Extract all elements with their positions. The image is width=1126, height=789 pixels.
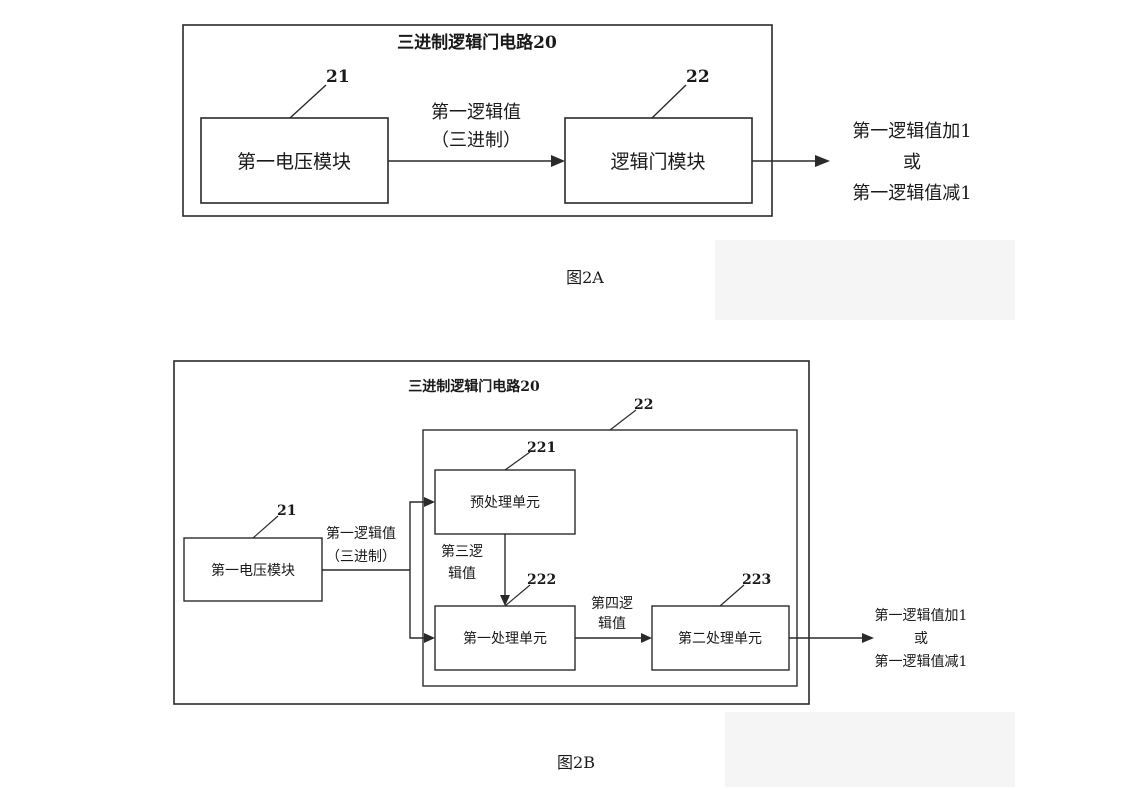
diagram-title-2a: 三进制逻辑门电路20: [397, 32, 557, 53]
leader-line-222: [504, 584, 531, 607]
ref-label-22-2a: 22: [686, 67, 710, 87]
third-value-label-line2: 辑值: [448, 566, 476, 582]
output-arrowhead-2b: [862, 633, 874, 643]
ref-label-22-2b: 22: [634, 397, 653, 413]
output-label-line2-2a: 或: [903, 152, 921, 173]
third-value-label-line1: 第三逻: [441, 543, 483, 560]
arrowhead-voltage-to-gate-2a: [551, 155, 565, 167]
input-label-line2-2b: （三进制）: [326, 549, 396, 565]
output-label-line1-2a: 第一逻辑值加1: [852, 121, 971, 142]
fourth-value-label-line2: 辑值: [598, 616, 626, 632]
outer-frame-2a: [182, 24, 773, 217]
output-label-line1-2b: 第一逻辑值加1: [875, 607, 968, 624]
output-label-line3-2b: 第一逻辑值减1: [875, 653, 968, 670]
gate-module-label-2a: 逻辑门模块: [610, 151, 705, 173]
input-label-line1-2b: 第一逻辑值: [326, 525, 396, 542]
arrowhead-to-first: [424, 633, 435, 643]
ref-label-21-2a: 21: [326, 67, 350, 87]
second-processing-unit-label: 第二处理单元: [678, 630, 762, 647]
arrowhead-to-pre: [424, 497, 435, 507]
fourth-value-label-line1: 第四逻: [591, 595, 633, 612]
diagram-2b: 三进制逻辑门电路20 22 第一电压模块 21 预处理单元 221 第一处理单元…: [173, 360, 968, 772]
watermark-patch-a: [715, 240, 1015, 320]
ref-label-21-2b: 21: [277, 503, 296, 519]
outer-frame-2b: [173, 360, 810, 705]
leader-line-22-2b: [609, 409, 637, 431]
diagram-title-2b: 三进制逻辑门电路20: [408, 378, 540, 395]
voltage-module-label-2b: 第一电压模块: [211, 562, 295, 579]
figure-caption-2a: 图2A: [566, 268, 604, 287]
figure-caption-2b: 图2B: [557, 753, 595, 772]
leader-line-21-2b: [252, 515, 279, 539]
leader-line-223: [719, 584, 745, 607]
input-branch-to-first: [409, 570, 425, 639]
voltage-module-label-2a: 第一电压模块: [237, 151, 351, 173]
arrow-label-line2-2a: （三进制）: [431, 130, 521, 151]
input-branch-to-pre: [409, 501, 425, 570]
watermark-patch-b: [725, 712, 1015, 787]
output-label-line3-2a: 第一逻辑值减1: [852, 183, 971, 204]
leader-line-22-2a: [651, 84, 687, 119]
ref-label-222: 222: [527, 572, 556, 588]
leader-line-21-2a: [289, 84, 327, 119]
arrowhead-pre-to-first: [500, 595, 510, 606]
arrow-label-line1-2a: 第一逻辑值: [431, 102, 521, 123]
leader-line-221: [504, 451, 531, 471]
output-label-line2-2b: 或: [914, 631, 928, 647]
ref-label-223: 223: [742, 572, 771, 588]
first-processing-unit-label: 第一处理单元: [463, 630, 547, 647]
arrowhead-first-to-second: [641, 633, 652, 643]
pre-processing-unit-label: 预处理单元: [470, 495, 540, 511]
ref-label-221: 221: [527, 440, 556, 456]
output-arrowhead-2a: [815, 155, 830, 167]
diagram-2a: 三进制逻辑门电路20 第一电压模块 21 逻辑门模块 22 第一逻辑值 （三进制…: [182, 24, 972, 287]
